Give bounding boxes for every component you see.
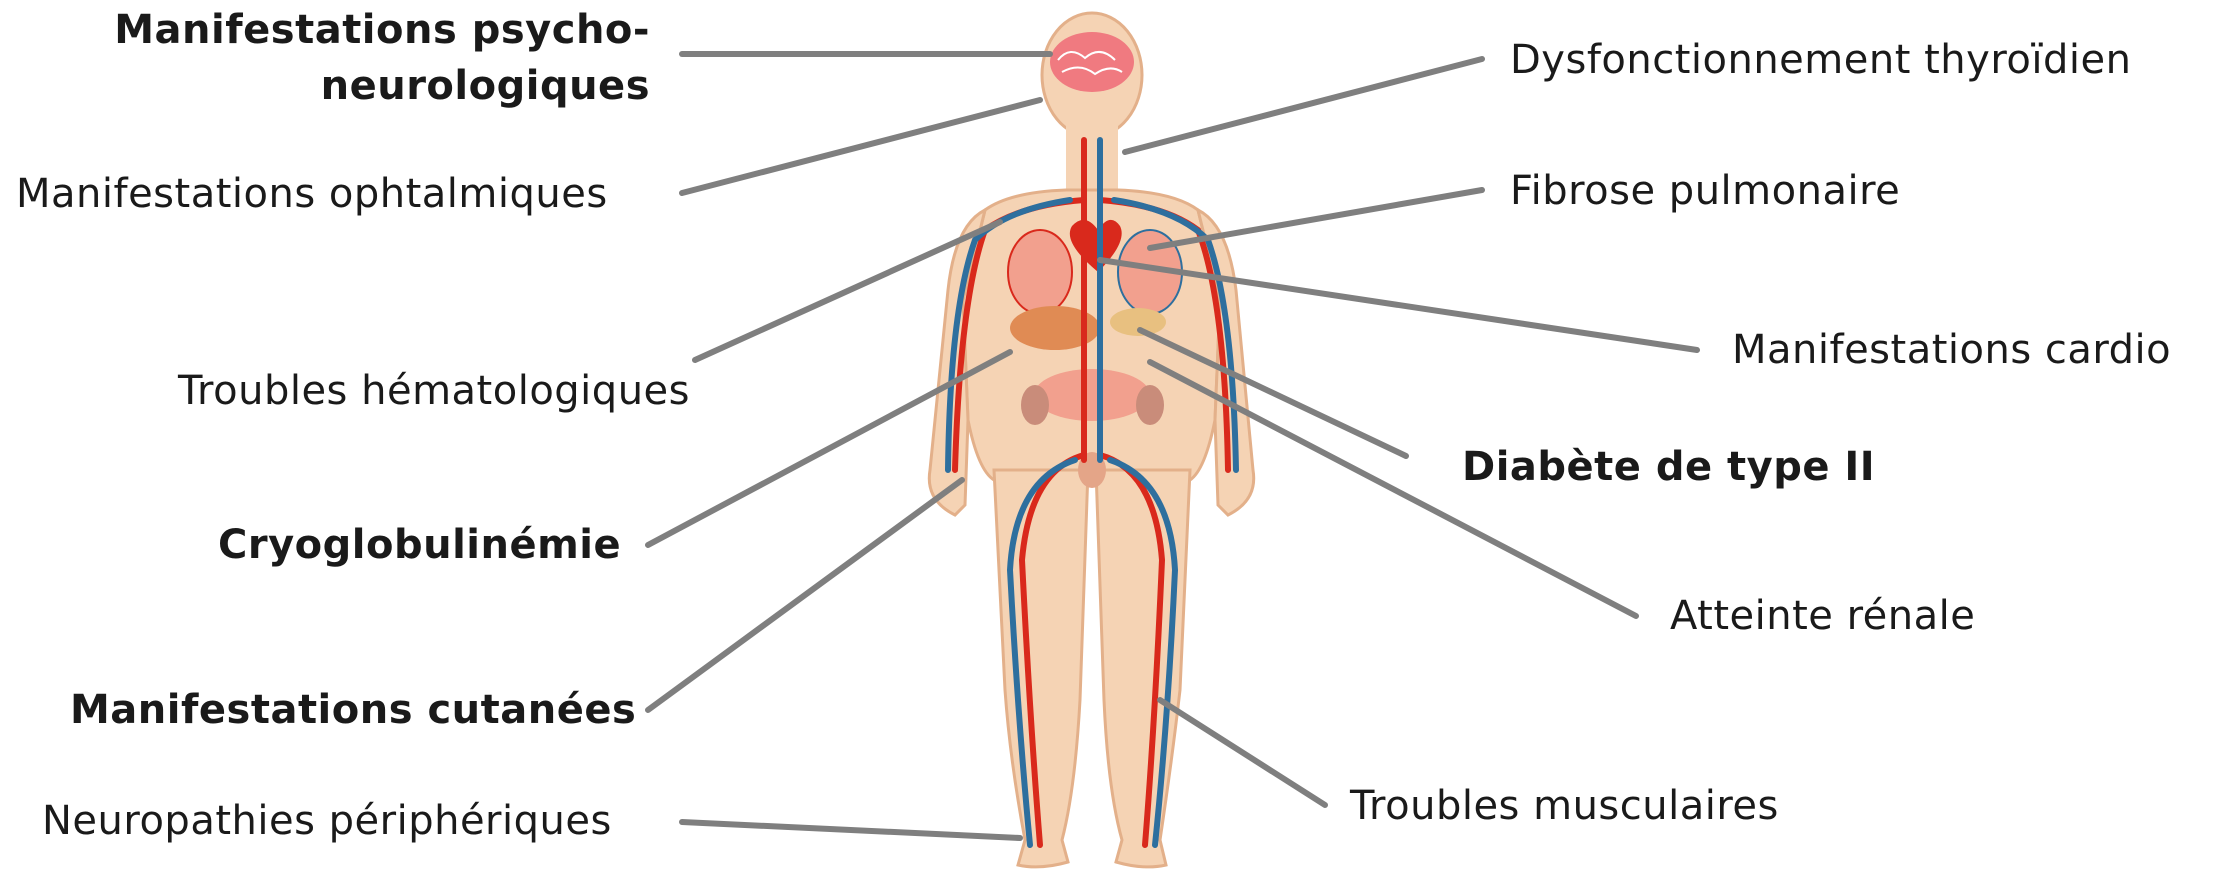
label-hemato: Troubles hématologiques (178, 367, 690, 415)
label-ophtalmiques: Manifestations ophtalmiques (16, 170, 608, 218)
label-cardio: Manifestations cardio (1732, 326, 2171, 374)
leader-line-ophtalmiques (682, 100, 1040, 193)
label-neuropathies: Neuropathies périphériques (42, 797, 612, 845)
leader-line-musculaires (1160, 700, 1325, 805)
label-diabete: Diabète de type II (1462, 443, 1875, 491)
label-fibrose: Fibrose pulmonaire (1510, 167, 1900, 215)
leader-line-neuropathies (682, 822, 1020, 838)
body-silhouette (929, 13, 1253, 867)
leader-line-thyroide (1125, 59, 1482, 152)
leader-line-cutanees (648, 480, 962, 710)
label-psycho: Manifestations psycho- neurologiques (100, 2, 650, 114)
label-cryo: Cryoglobulinémie (218, 521, 621, 569)
label-renale: Atteinte rénale (1670, 592, 1975, 640)
label-musculaires: Troubles musculaires (1350, 782, 1779, 830)
label-thyroide: Dysfonctionnement thyroïdien (1510, 36, 2131, 84)
brain (1050, 32, 1134, 92)
label-psycho-text: Manifestations psycho- neurologiques (100, 2, 650, 114)
label-cutanees: Manifestations cutanées (70, 686, 636, 734)
